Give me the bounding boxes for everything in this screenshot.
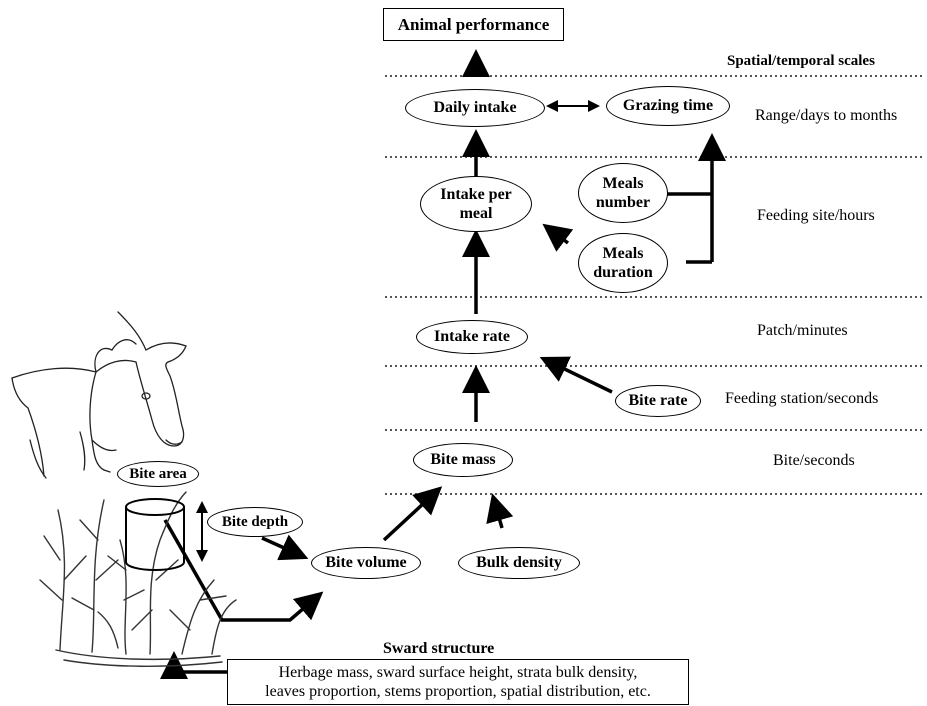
arrow-area-to-volume	[163, 519, 324, 622]
intake-rate-node: Intake rate	[416, 320, 528, 354]
arrow-depth-to-volume	[261, 534, 309, 561]
arrow-duration-to-meal	[542, 223, 574, 252]
scale-feeding-site-label: Feeding site/hours	[757, 207, 875, 224]
animal-performance-box: Animal performance	[383, 8, 564, 41]
flow-arrows	[160, 49, 726, 679]
scale-header: Spatial/temporal scales	[727, 53, 875, 69]
arrow-biterate-to-rate	[539, 356, 613, 394]
sward-structure-title: Sward structure	[383, 640, 495, 657]
calf-illustration	[11, 311, 187, 479]
arrow-volume-to-mass	[382, 486, 443, 542]
sward-line-1: Herbage mass, sward surface height, stra…	[278, 663, 638, 681]
bite-area-node: Bite area	[117, 461, 199, 487]
sward-illustration	[39, 491, 237, 667]
daily-intake-node: Daily intake	[405, 89, 545, 127]
animal-performance-label: Animal performance	[397, 14, 550, 34]
bulk-density-node: Bulk density	[458, 547, 580, 579]
bite-cylinder	[125, 498, 185, 571]
sward-structure-box: Herbage mass, sward surface height, stra…	[227, 659, 689, 705]
bite-mass-node: Bite mass	[413, 443, 513, 477]
bite-rate-node: Bite rate	[615, 385, 701, 417]
scale-patch-label: Patch/minutes	[757, 322, 848, 339]
sward-line-2: leaves proportion, stems proportion, spa…	[265, 683, 651, 700]
scale-feeding-station-label: Feeding station/seconds	[725, 390, 879, 407]
scale-range-label: Range/days to months	[755, 107, 898, 124]
bite-depth-node: Bite depth	[207, 507, 303, 537]
grazing-time-node: Grazing time	[606, 86, 730, 126]
arrow-bulk-to-mass	[486, 493, 514, 529]
bite-volume-node: Bite volume	[311, 547, 421, 579]
arrow-sward-to-plants	[160, 651, 230, 679]
scale-bite-label: Bite/seconds	[773, 452, 855, 469]
scale-separators	[385, 75, 925, 495]
